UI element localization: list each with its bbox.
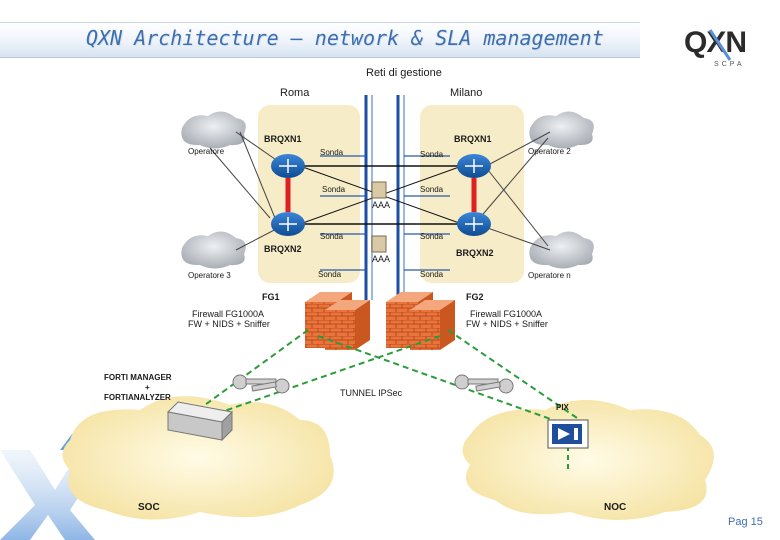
probe-label: Sonda bbox=[320, 148, 344, 157]
site-milan-label: Milano bbox=[450, 87, 482, 99]
probe-label: Sonda bbox=[420, 270, 444, 279]
firewall-fg1 bbox=[305, 292, 370, 350]
mgmt-network-label: Reti di gestione bbox=[366, 67, 442, 79]
page-number: Pag 15 bbox=[728, 516, 763, 528]
forti-manager-label: FORTIANALYZER bbox=[104, 393, 171, 402]
key-icon-right bbox=[454, 374, 514, 394]
rome-site-zone bbox=[258, 105, 360, 283]
probe-label: Sonda bbox=[420, 232, 444, 241]
logo-subtext: SCPA bbox=[714, 61, 745, 68]
wan-links bbox=[197, 329, 581, 427]
soc-label: SOC bbox=[138, 502, 160, 513]
firewall-model: Firewall FG1000A bbox=[192, 309, 264, 319]
logo-text: QXN bbox=[684, 26, 746, 59]
probe-label: Sonda bbox=[420, 150, 444, 159]
firewall-features: FW + NIDS + Sniffer bbox=[188, 319, 270, 329]
site-rome-label: Roma bbox=[280, 87, 310, 99]
soc-cloud bbox=[62, 396, 334, 520]
firewall-fg2 bbox=[386, 292, 455, 350]
operator-cloud-n bbox=[529, 231, 594, 269]
pix-device bbox=[547, 419, 589, 449]
aaa-label: AAA bbox=[372, 200, 390, 210]
operator-label: Operatore 2 bbox=[528, 147, 571, 156]
probe-label: Sonda bbox=[318, 270, 342, 279]
router-label: BRQXN1 bbox=[264, 134, 302, 144]
probe-label: Sonda bbox=[420, 185, 444, 194]
router-rome-1 bbox=[271, 154, 305, 178]
probe-label: Sonda bbox=[320, 232, 344, 241]
operator-cloud-1 bbox=[181, 111, 246, 149]
firewall-name: FG1 bbox=[262, 292, 280, 302]
router-label: BRQXN2 bbox=[264, 244, 302, 254]
firewall-model: Firewall FG1000A bbox=[470, 309, 542, 319]
forti-manager-label: + bbox=[145, 383, 150, 392]
operator-links bbox=[209, 131, 551, 251]
operator-cloud-2 bbox=[529, 111, 594, 149]
router-label: BRQXN2 bbox=[456, 248, 494, 258]
slide-title: QXN Architecture – network & SLA managem… bbox=[86, 26, 604, 50]
title-bar bbox=[0, 22, 640, 58]
router-milan-2 bbox=[457, 212, 491, 236]
router-milan-1 bbox=[457, 154, 491, 178]
management-bus bbox=[364, 95, 405, 300]
firewall-name: FG2 bbox=[466, 292, 484, 302]
forti-manager-label: FORTI MANAGER bbox=[104, 373, 172, 382]
key-icon-left bbox=[232, 374, 290, 394]
operator-label: Operatore 3 bbox=[188, 271, 231, 280]
pix-label: PIX bbox=[556, 403, 570, 412]
aaa-server-2 bbox=[371, 235, 387, 253]
probe-label: Sonda bbox=[322, 185, 346, 194]
qxn-logo: QXN SCPA bbox=[684, 26, 747, 68]
noc-cloud bbox=[462, 400, 714, 520]
operator-cloud-3 bbox=[181, 231, 246, 269]
forti-manager-appliance bbox=[166, 401, 234, 442]
aaa-label: AAA bbox=[372, 254, 390, 264]
firewall-features: FW + NIDS + Sniffer bbox=[466, 319, 548, 329]
noc-label: NOC bbox=[604, 502, 626, 513]
operator-label: Operatore bbox=[188, 147, 225, 156]
operator-label: Operatore n bbox=[528, 271, 571, 280]
aaa-server-1 bbox=[371, 181, 387, 199]
tunnel-label: TUNNEL IPSec bbox=[340, 388, 403, 398]
probe-links bbox=[320, 155, 450, 271]
router-label: BRQXN1 bbox=[454, 134, 492, 144]
router-rome-2 bbox=[271, 212, 305, 236]
